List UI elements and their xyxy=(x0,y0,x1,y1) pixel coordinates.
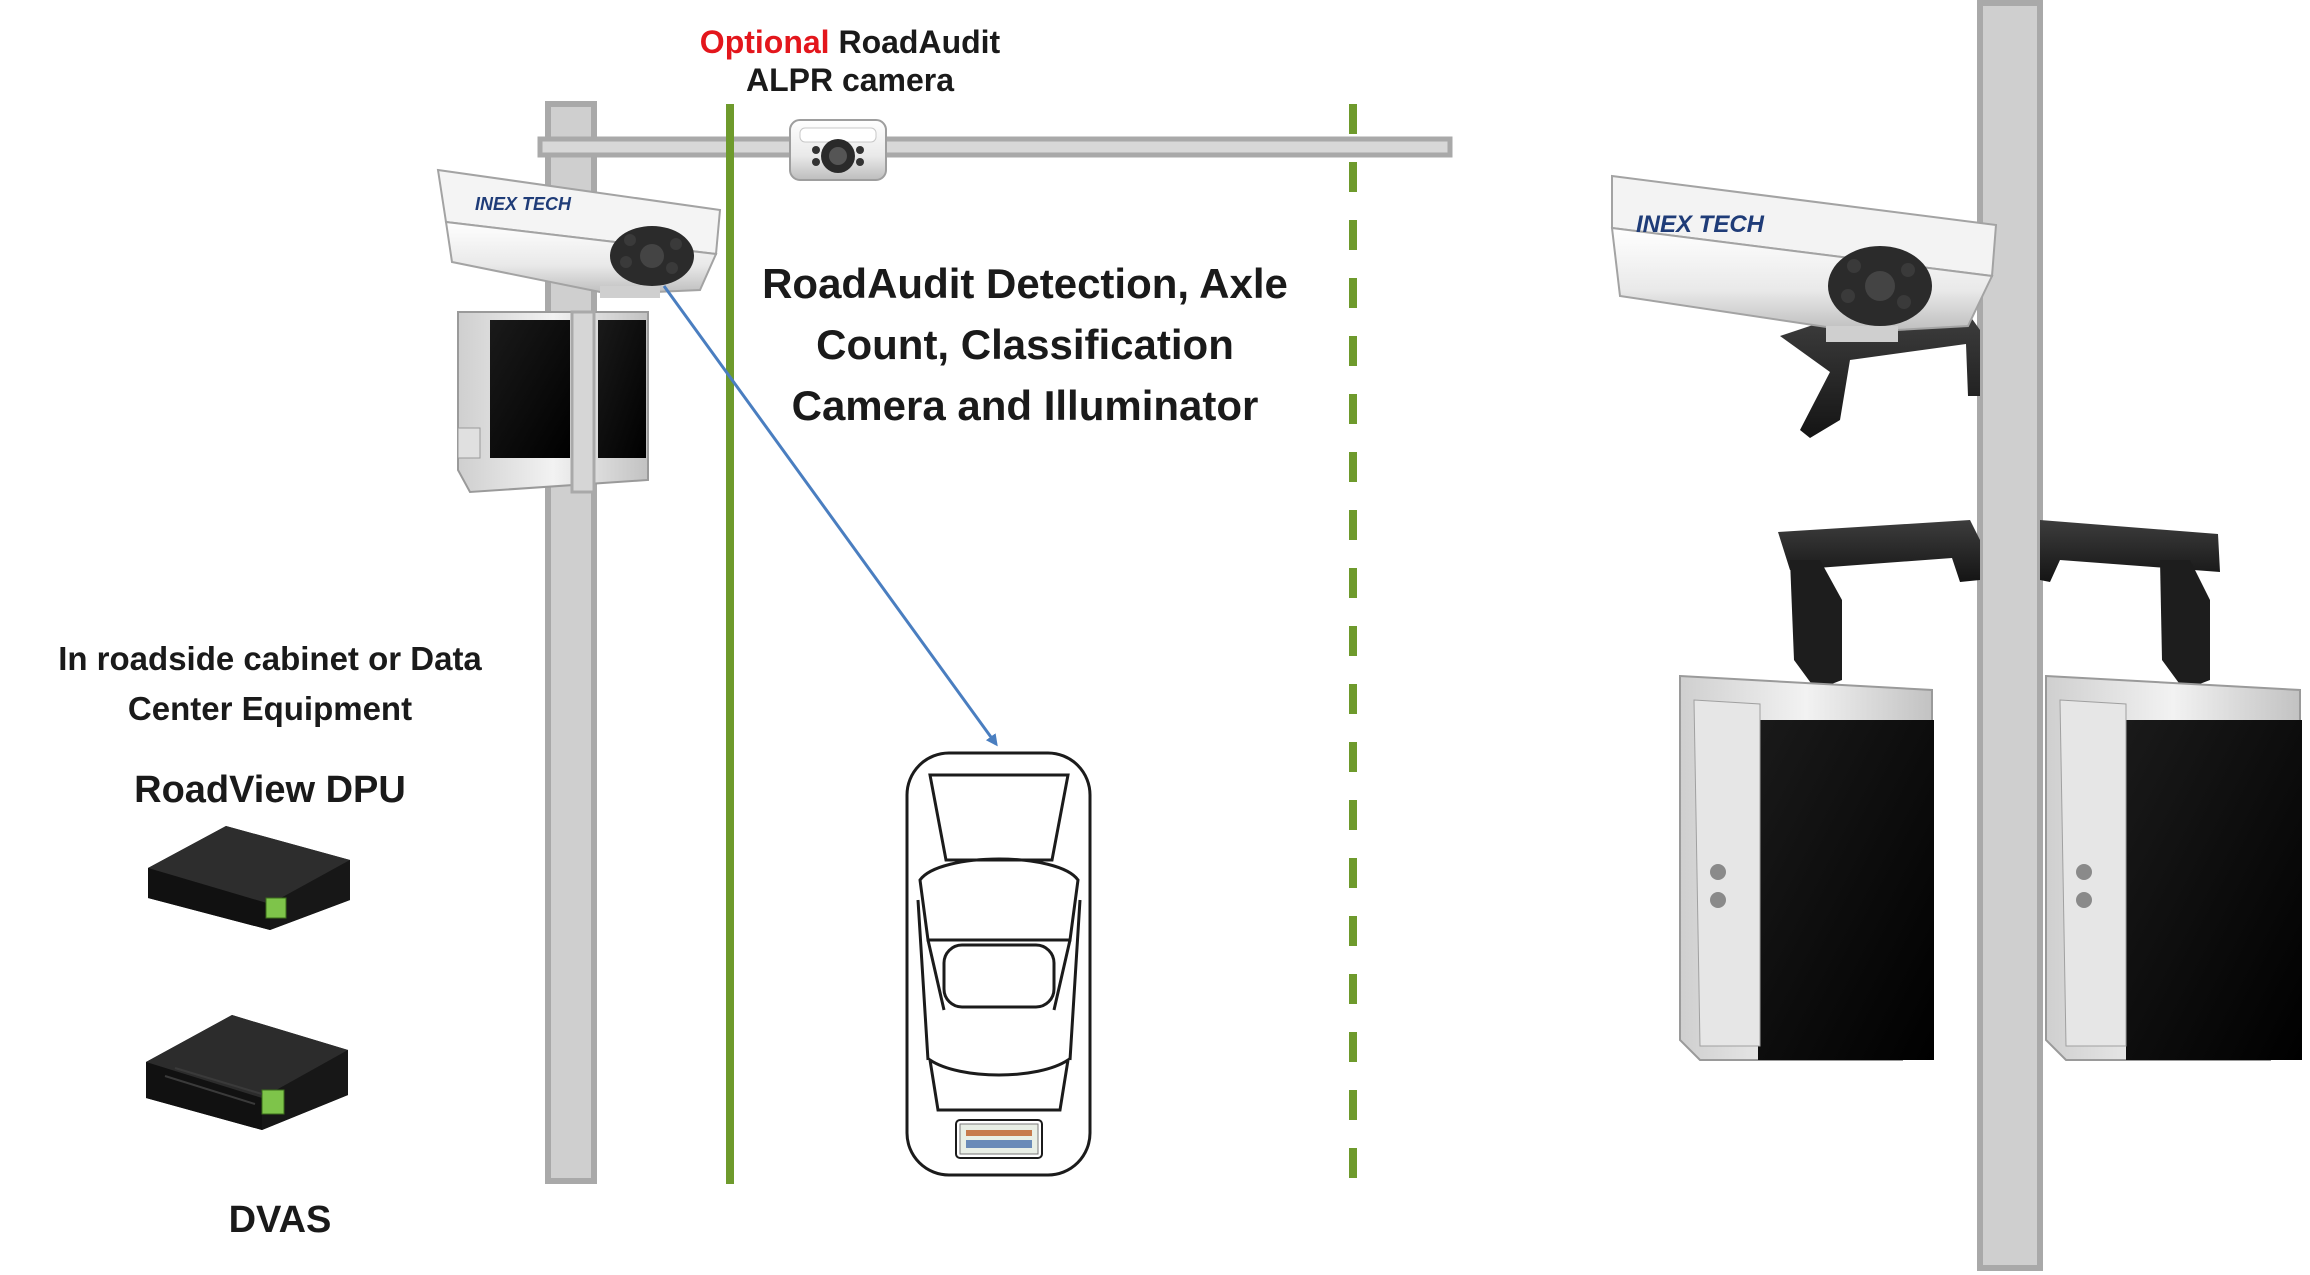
alpr-camera-icon xyxy=(789,119,887,181)
detection-label: RoadAudit Detection, Axle Count, Classif… xyxy=(700,254,1350,437)
cabinet-label: In roadside cabinet or Data Center Equip… xyxy=(20,634,520,733)
vehicle-icon xyxy=(905,751,1092,1177)
dvas-label: DVAS xyxy=(228,1199,332,1241)
detection-line1: RoadAudit Detection, Axle xyxy=(762,260,1288,307)
left-pole-front xyxy=(570,310,596,494)
illuminator-b-icon xyxy=(2045,674,2302,1061)
illuminator-mount-bracket xyxy=(1778,520,2220,690)
cabinet-line2: Center Equipment xyxy=(127,689,413,727)
roadaudit-camera-icon: INEX TECH xyxy=(436,168,722,298)
right-pole xyxy=(1977,0,2043,1271)
illuminator-icon xyxy=(457,311,649,494)
gantry-beam xyxy=(537,136,1453,158)
optional-word: Optional xyxy=(699,24,830,60)
roadview-label: RoadView DPU xyxy=(134,769,406,811)
roadaudit-camera-large-icon: INEX TECH xyxy=(1610,174,1998,342)
dvas-icon xyxy=(146,1015,348,1130)
detection-line3: Camera and Illuminator xyxy=(791,381,1259,429)
detection-arrow xyxy=(662,285,998,747)
cabinet-line1: In roadside cabinet or Data xyxy=(58,640,482,677)
camera-brand-large: INEX TECH xyxy=(1636,211,1765,238)
alpr-camera-label: Optional RoadAudit ALPR camera xyxy=(640,24,1060,100)
illuminator-a-icon xyxy=(1679,674,1934,1061)
alpr-line2: ALPR camera xyxy=(745,61,955,98)
detection-line2: Count, Classification xyxy=(816,320,1234,368)
roadview-dpu-icon xyxy=(148,826,350,930)
right-camera-bracket xyxy=(1780,316,1980,438)
alpr-line1-rest: RoadAudit xyxy=(829,24,1001,60)
camera-brand-small: INEX TECH xyxy=(475,194,572,214)
license-plate xyxy=(959,1123,1039,1155)
